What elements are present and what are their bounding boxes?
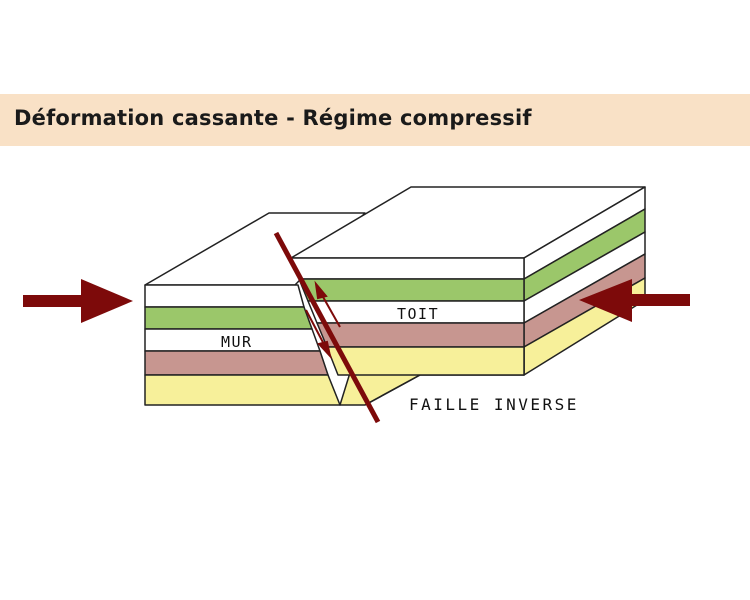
compression-arrow-right-shaft [630,294,690,306]
hanging-wall-layer-pink [316,322,525,348]
footwall-layer-pink [144,350,329,376]
compression-arrow-right-head [579,279,632,322]
hanging-wall-block [290,186,646,406]
label-faille-inverse: FAILLE INVERSE [409,395,579,414]
footwall-layer-green [144,306,313,330]
hanging-wall-layer-yellow [326,346,525,376]
footwall-block [144,212,366,406]
label-mur: MUR [221,333,253,351]
page-title: Déformation cassante - Régime compressif [14,106,532,130]
title-banner: Déformation cassante - Régime compressif [0,94,750,146]
hanging-wall-layer-green [298,278,525,302]
compression-arrow-left-head [81,279,133,323]
hanging-wall-layer-white-top [290,257,525,280]
compression-arrow-right [579,279,690,322]
slip-arrow-up-head [314,280,328,300]
compression-arrow-left [23,279,133,323]
footwall-layer-yellow [144,374,341,406]
fault-line [273,231,381,424]
label-toit: TOIT [397,305,439,323]
base-edge [364,374,421,406]
compression-arrow-left-shaft [23,295,83,307]
slip-arrows [305,280,341,360]
slip-arrow-down-head [317,340,332,360]
footwall-layer-white-top [144,284,305,308]
